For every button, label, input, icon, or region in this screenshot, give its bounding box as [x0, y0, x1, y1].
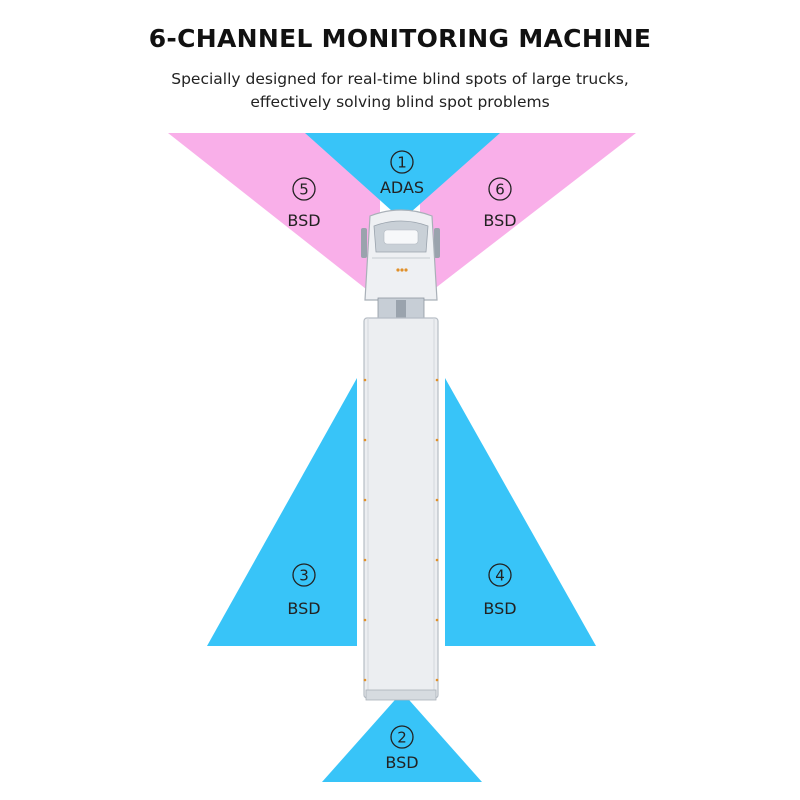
zone-1-marker: 1 ADAS	[380, 150, 424, 197]
subtitle-line-2: effectively solving blind spot problems	[250, 93, 550, 111]
subtitle-line-1: Specially designed for real-time blind s…	[171, 70, 629, 88]
zone-1-label: ADAS	[380, 178, 424, 197]
zone-6-label: BSD	[483, 211, 516, 230]
zone-3-number-circle	[292, 563, 316, 587]
zone-2-number: 2	[397, 729, 407, 747]
zone-4-label: BSD	[483, 599, 516, 618]
zone-5-number: 5	[299, 181, 309, 199]
truck-illustration	[361, 209, 440, 701]
zone-6-area	[420, 133, 636, 300]
page-subtitle: Specially designed for real-time blind s…	[0, 68, 800, 114]
zone-4-area	[445, 378, 596, 646]
zone-5-marker: 5 BSD	[287, 177, 321, 230]
zone-4-number: 4	[495, 567, 505, 585]
zone-3-area	[207, 378, 357, 646]
zone-1-area	[305, 133, 500, 220]
zone-3-label: BSD	[287, 599, 320, 618]
zone-6-marker: 6 BSD	[483, 177, 517, 230]
zone-5-label: BSD	[287, 211, 320, 230]
zone-3-marker: 3 BSD	[287, 563, 321, 618]
zone-2-area	[322, 692, 482, 782]
zone-1-number-circle	[390, 150, 414, 174]
page-title: 6-CHANNEL MONITORING MACHINE	[148, 24, 652, 53]
zone-6-number-circle	[488, 177, 512, 201]
zone-4-marker: 4 BSD	[483, 563, 517, 618]
zone-2-marker: 2 BSD	[385, 725, 419, 772]
zone-1-number: 1	[397, 154, 407, 172]
zone-4-number-circle	[488, 563, 512, 587]
zone-3-number: 3	[299, 567, 309, 585]
zone-2-label: BSD	[385, 753, 418, 772]
zone-2-number-circle	[390, 725, 414, 749]
zone-5-area	[168, 133, 380, 300]
zone-5-number-circle	[292, 177, 316, 201]
zone-6-number: 6	[495, 181, 505, 199]
